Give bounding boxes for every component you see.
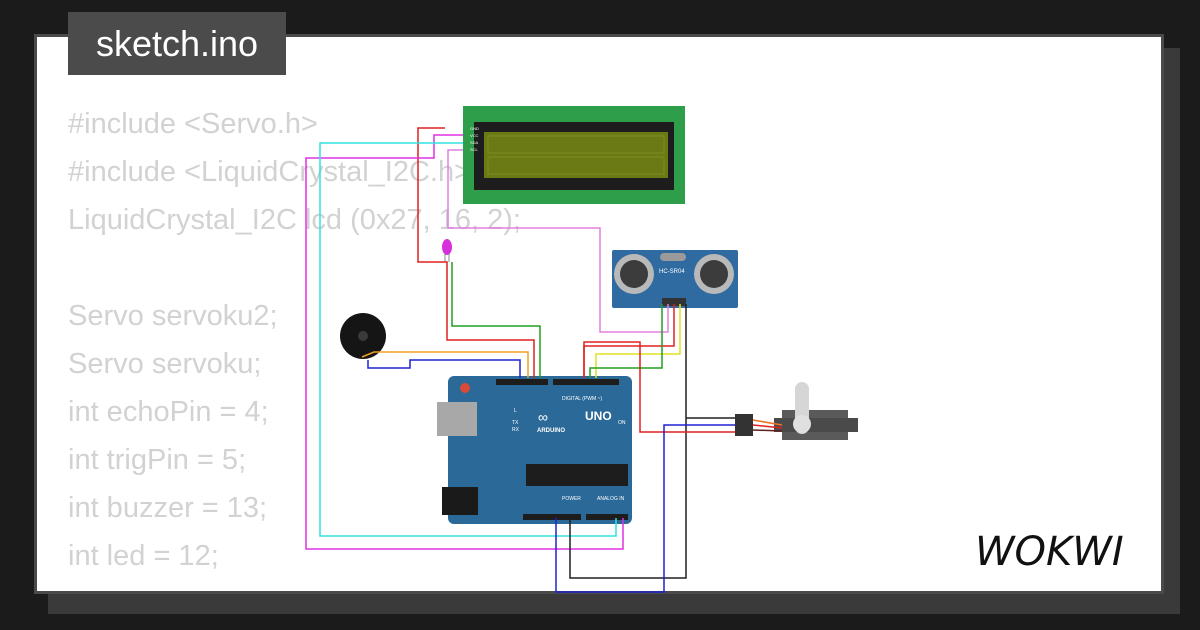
lcd-pin-label: SDA bbox=[470, 140, 479, 145]
code-line: Servo servoku2; bbox=[68, 300, 278, 332]
filename-tab[interactable]: sketch.ino bbox=[68, 12, 286, 75]
board-brand: ARDUINO bbox=[537, 428, 565, 434]
led-icon[interactable] bbox=[442, 239, 452, 262]
lcd-pin-label: GND bbox=[470, 126, 479, 131]
wires bbox=[305, 127, 783, 593]
code-line: int buzzer = 13; bbox=[68, 492, 268, 524]
code-line: int trigPin = 5; bbox=[68, 444, 247, 476]
rx-label: RX bbox=[512, 427, 520, 433]
sensor-label: HC-SR04 bbox=[659, 269, 685, 275]
infinity-logo-icon: ∞ bbox=[538, 409, 548, 425]
ultrasonic-sensor[interactable]: HC-SR04 bbox=[612, 250, 738, 308]
code-line: Servo servoku; bbox=[68, 348, 262, 380]
lcd-pin-label: SCL bbox=[470, 147, 479, 152]
arduino-uno-board[interactable]: UNO ARDUINO DIGITAL (PWM ~) POWER ANALOG… bbox=[437, 376, 632, 524]
power-label: POWER bbox=[562, 496, 581, 502]
lcd-pin-label: VCC bbox=[470, 133, 479, 138]
code-line: int led = 12; bbox=[68, 540, 219, 572]
on-label: ON bbox=[618, 420, 626, 426]
code-line: int echoPin = 4; bbox=[68, 396, 269, 428]
code-preview: #include <Servo.h> #include <LiquidCryst… bbox=[68, 100, 521, 580]
digital-label: DIGITAL (PWM ~) bbox=[562, 396, 602, 402]
code-line: #include <LiquidCrystal_I2C.h> bbox=[68, 156, 472, 188]
code-line: #include <Servo.h> bbox=[68, 108, 318, 140]
buzzer[interactable] bbox=[340, 313, 386, 359]
lcd-display[interactable]: GND VCC SDA SCL bbox=[463, 106, 685, 204]
wokwi-logo: WOKWI bbox=[975, 523, 1150, 578]
board-model: UNO bbox=[585, 409, 612, 423]
code-line: LiquidCrystal_I2C lcd (0x27, 16, 2); bbox=[68, 204, 521, 236]
wokwi-logo-text: WOKWI bbox=[975, 529, 1124, 573]
l-label: L bbox=[514, 408, 517, 414]
tx-label: TX bbox=[512, 420, 519, 426]
servo-motor[interactable] bbox=[735, 382, 858, 440]
analog-label: ANALOG IN bbox=[597, 496, 625, 502]
